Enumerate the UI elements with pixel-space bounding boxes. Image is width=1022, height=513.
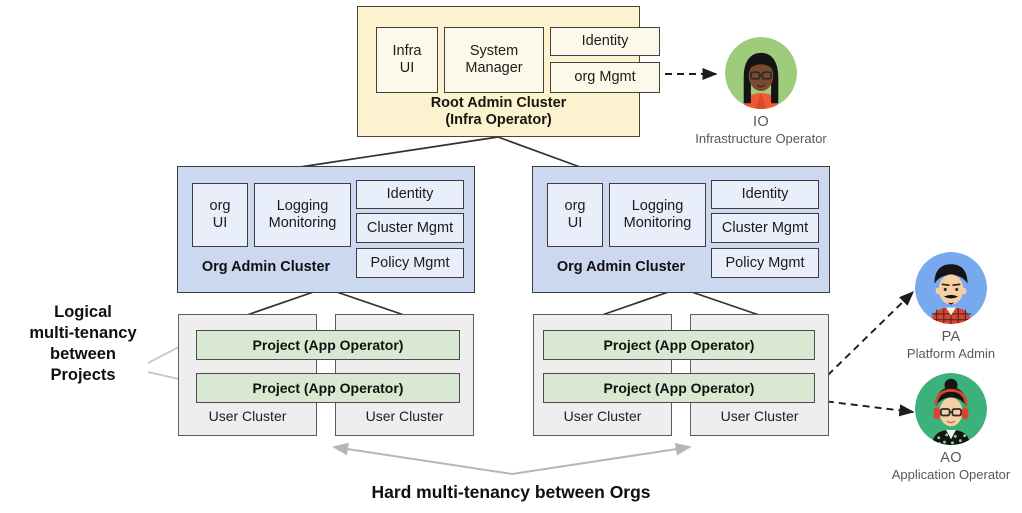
edge-root-to-orgs (299, 136, 581, 168)
persona-role: Infrastructure Operator (695, 131, 827, 146)
module-org-ui[interactable]: org UI (547, 183, 603, 247)
persona-platform-admin[interactable]: PA Platform Admin (871, 252, 1022, 361)
module-identity[interactable]: Identity (711, 180, 819, 209)
module-system-manager[interactable]: System Manager (444, 27, 544, 93)
user-cluster-label: User Cluster (208, 408, 287, 424)
persona-abbr: PA (941, 329, 961, 345)
persona-abbr: IO (753, 114, 769, 130)
user-cluster-label: User Cluster (720, 408, 799, 424)
module-infra-ui[interactable]: Infra UI (376, 27, 438, 93)
module-policy-mgmt[interactable]: Policy Mgmt (711, 248, 819, 278)
persona-role: Application Operator (891, 467, 1011, 482)
root-admin-cluster-title: Root Admin Cluster (Infra Operator) (358, 95, 639, 130)
module-identity[interactable]: Identity (356, 180, 464, 209)
logical-multitenancy-note: Logical multi-tenancy between Projects (29, 303, 137, 385)
org-admin-cluster-left-title: Org Admin Cluster (201, 259, 331, 275)
project-right-1[interactable]: Project (App Operator) (543, 330, 815, 360)
root-admin-cluster[interactable]: Infra UI System Manager Identity org Mgm… (357, 6, 660, 137)
org-admin-cluster-left[interactable]: org UI Logging Monitoring Identity Clust… (177, 166, 475, 293)
persona-role: Platform Admin (906, 346, 996, 361)
module-logging-monitoring[interactable]: Logging Monitoring (254, 183, 351, 247)
project-left-2[interactable]: Project (App Operator) (196, 373, 460, 403)
edge-hard-multitenancy-arrow (332, 442, 692, 476)
avatar-infrastructure-operator (725, 37, 797, 109)
module-policy-mgmt[interactable]: Policy Mgmt (356, 248, 464, 278)
persona-infrastructure-operator[interactable]: IO Infrastructure Operator (681, 37, 841, 146)
module-identity[interactable]: Identity (550, 27, 660, 56)
module-cluster-mgmt[interactable]: Cluster Mgmt (711, 213, 819, 243)
user-cluster-label: User Cluster (365, 408, 444, 424)
module-org-mgmt[interactable]: org Mgmt (550, 62, 660, 93)
hard-multitenancy-caption: Hard multi-tenancy between Orgs (371, 482, 651, 502)
persona-abbr: AO (940, 450, 962, 466)
avatar-application-operator (915, 373, 987, 445)
module-cluster-mgmt[interactable]: Cluster Mgmt (356, 213, 464, 243)
user-cluster-label: User Cluster (563, 408, 642, 424)
persona-application-operator[interactable]: AO Application Operator (871, 373, 1022, 482)
root-admin-cluster-title-line2: (Infra Operator) (445, 112, 552, 129)
project-left-1[interactable]: Project (App Operator) (196, 330, 460, 360)
module-logging-monitoring[interactable]: Logging Monitoring (609, 183, 706, 247)
org-admin-cluster-right[interactable]: org UI Logging Monitoring Identity Clust… (532, 166, 830, 293)
org-admin-cluster-right-title: Org Admin Cluster (556, 259, 686, 275)
project-right-2[interactable]: Project (App Operator) (543, 373, 815, 403)
avatar-platform-admin (915, 252, 987, 324)
module-org-ui[interactable]: org UI (192, 183, 248, 247)
root-admin-cluster-title-line1: Root Admin Cluster (430, 95, 567, 111)
